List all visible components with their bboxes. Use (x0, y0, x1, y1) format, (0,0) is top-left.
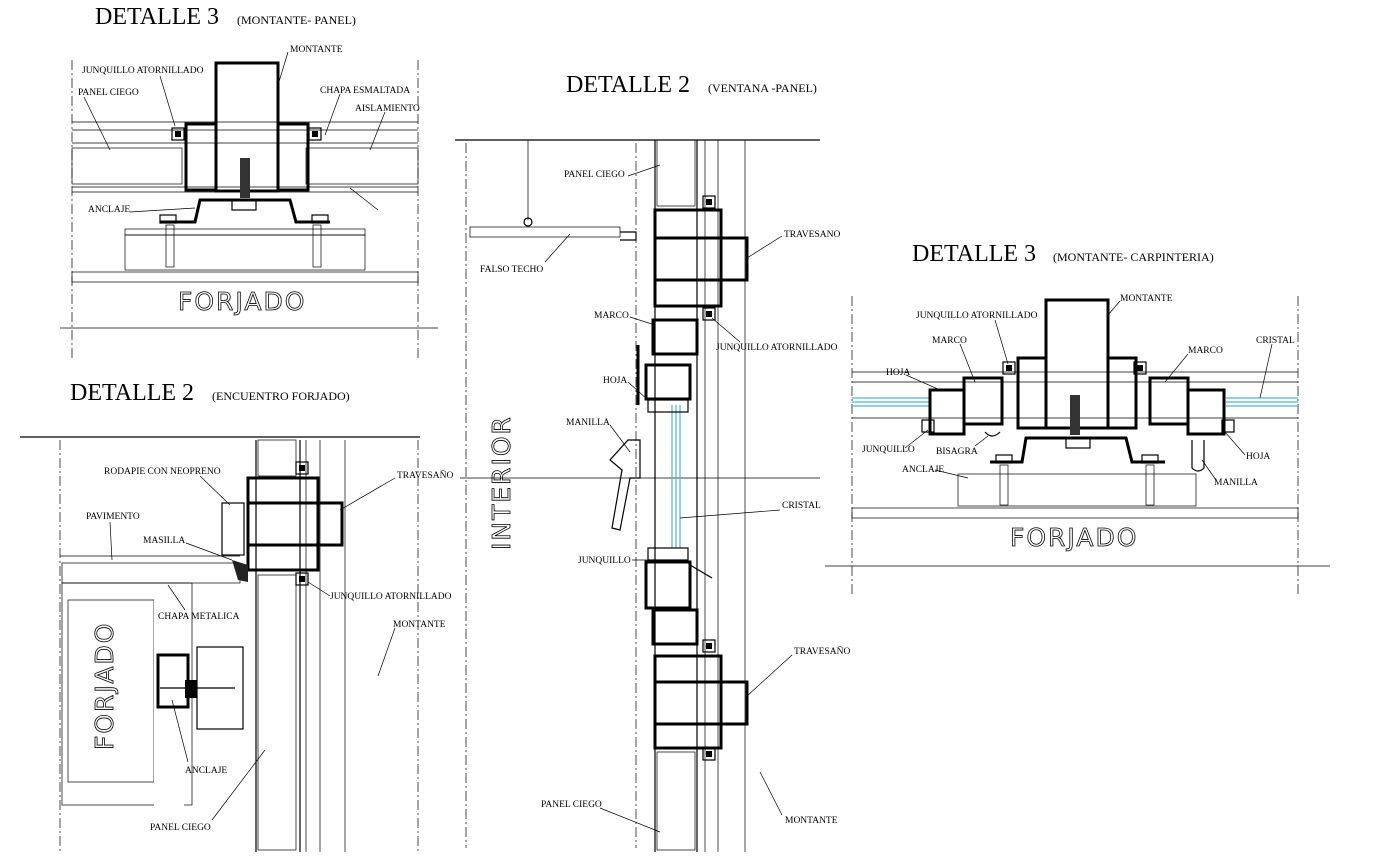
forjado-label: FORJADO (178, 287, 306, 316)
label-manilla: MANILLA (1214, 478, 1258, 488)
label-chapa: CHAPA ESMALTADA (320, 86, 410, 96)
label-panel-ciego-bottom: PANEL CIEGO (541, 800, 602, 810)
label-junquillo: JUNQUILLO (862, 445, 915, 455)
label-aislamiento: AISLAMIENTO (355, 104, 420, 114)
title-main: DETALLE 3 (95, 4, 219, 30)
label-montante: MONTANTE (1120, 294, 1173, 304)
label-travesano-top: TRAVESANO (784, 230, 840, 240)
label-chapa-metalica: CHAPA METALICA (158, 612, 240, 622)
label-hoja-right: HOJA (1246, 452, 1270, 462)
interior-label: INTERIOR (487, 415, 516, 550)
label-marco: MARCO (594, 311, 629, 321)
label-rodapie: RODAPIE CON NEOPRENO (104, 467, 221, 477)
label-junquillo: JUNQUILLO (578, 556, 631, 566)
label-masilla: MASILLA (143, 536, 185, 546)
label-panel-ciego: PANEL CIEGO (78, 88, 139, 98)
label-travesano: TRAVESAÑO (397, 469, 453, 481)
title-sub: (MONTANTE- CARPINTERIA) (1053, 250, 1214, 264)
detail-encuentro-forjado: DETALLE 2 (ENCUENTRO FORJADO) FORJADO (20, 380, 453, 852)
label-pavimento: PAVIMENTO (86, 512, 140, 522)
title-sub: (ENCUENTRO FORJADO) (212, 389, 350, 403)
label-cristal: CRISTAL (782, 501, 821, 511)
title-main: DETALLE 3 (912, 241, 1036, 267)
label-marco-left: MARCO (932, 336, 967, 346)
label-anclaje: ANCLAJE (88, 205, 130, 215)
label-anclaje: ANCLAJE (185, 766, 227, 776)
label-travesano-bottom: TRAVESAÑO (794, 645, 850, 657)
label-marco-right: MARCO (1188, 346, 1223, 356)
label-junquillo: JUNQUILLO ATORNILLADO (82, 66, 204, 76)
label-manilla: MANILLA (566, 418, 610, 428)
label-anclaje: ANCLAJE (902, 465, 944, 475)
title-sub: (VENTANA -PANEL) (708, 81, 817, 95)
title-main: DETALLE 2 (566, 72, 690, 98)
label-montante: MONTANTE (290, 45, 343, 55)
title-main: DETALLE 2 (70, 380, 194, 406)
label-hoja-left: HOJA (886, 368, 910, 378)
label-montante: MONTANTE (393, 620, 446, 630)
detail-ventana-panel: DETALLE 2 (VENTANA -PANEL) (455, 72, 850, 852)
label-montante: MONTANTE (785, 816, 838, 826)
label-panel-ciego: PANEL CIEGO (150, 823, 211, 833)
label-bisagra: BISAGRA (936, 447, 978, 457)
label-cristal: CRISTAL (1256, 336, 1295, 346)
title-sub: (MONTANTE- PANEL) (237, 13, 356, 27)
detail-montante-panel: DETALLE 3 (MONTANTE- PANEL) FORJADO (60, 4, 438, 360)
forjado-label: FORJADO (1010, 523, 1138, 552)
label-hoja: HOJA (603, 376, 627, 386)
detail-montante-carpinteria: DETALLE 3 (MONTANTE- CARPINTERIA) (825, 241, 1330, 596)
label-junquillo-atornillado: JUNQUILLO ATORNILLADO (916, 311, 1038, 321)
label-falso-techo: FALSO TECHO (480, 265, 543, 275)
label-junquillo: JUNQUILLO ATORNILLADO (330, 592, 452, 602)
label-junquillo-atornillado: JUNQUILLO ATORNILLADO (716, 343, 838, 353)
label-panel-ciego-top: PANEL CIEGO (564, 170, 625, 180)
forjado-label: FORJADO (90, 622, 119, 750)
